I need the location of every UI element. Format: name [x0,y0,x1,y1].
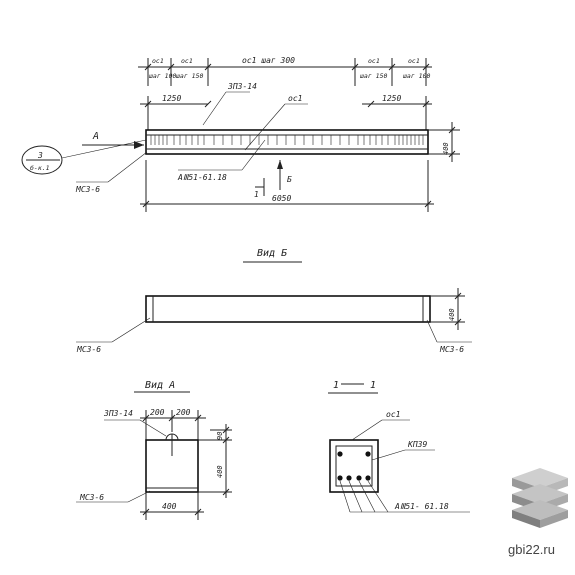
stack-logo-icon [512,468,568,528]
view-a-height: 400 [216,465,224,478]
view-a-mark-zp3-14: ЗП3-14 [103,409,133,418]
arrow-a-label: А [92,131,99,142]
view-a-dim-200-right: 200 [176,408,191,417]
dim-1250-left: 1250 [162,94,181,103]
top-dimension-chain: ос1 шаг 100 ос1 шаг 150 ос1 шаг 300 ос1 … [138,56,432,86]
view-a-dim-200-left: 200 [150,408,165,417]
dim-seg-middle: ос1 шаг 300 [242,56,295,65]
dim-seg-right-a: ос1 [408,57,420,65]
section-1-mark: 1 [254,190,259,199]
section-1-1: 1 1 ос1 КП39 АⅢ51- 61.18 [328,380,470,513]
view-b-right-mark: МС3-6 [439,345,464,354]
view-b-height: 400 [448,308,456,321]
section-title-left: 1 [333,380,339,391]
dim-seg-left-a: ос1 [152,57,164,65]
dim-height-elev: 400 [442,142,450,155]
view-a-title: Вид А [145,380,175,391]
beam-elevation: 1250 1250 ЗП3-14 ос1 АⅢ51-61.18 А 3 б-к.… [21,82,460,212]
section-title-right: 1 [370,380,376,391]
view-b: Вид Б МС3-6 МС3-6 400 [76,248,472,354]
view-b-left-mark: МС3-6 [76,345,101,354]
mark-zp3-14: ЗП3-14 [227,82,257,91]
dim-length: 6050 [272,194,291,203]
callout-ref: б-к.1 [30,164,50,172]
section-mark-kp39: КП39 [407,440,427,449]
section-mark-frame: АⅢ51- 61.18 [394,502,449,511]
dim-seg-left-b-sub: шаг 150 [176,72,203,80]
mark-ms3-6-elev: МС3-6 [75,185,100,194]
watermark: gbi22.ru [508,468,568,557]
arrow-b-label: Б [287,175,292,184]
mark-frame: АⅢ51-61.18 [177,173,227,182]
dim-seg-right-b: ос1 [368,57,380,65]
dim-1250-right: 1250 [382,94,401,103]
watermark-text: gbi22.ru [508,542,555,557]
view-a-width: 400 [162,502,177,511]
view-a-dim-90: 90 [216,432,224,440]
dim-seg-left-b: ос1 [181,57,193,65]
callout-number: 3 [37,151,43,160]
dim-seg-right-a-sub: шаг 100 [403,72,430,80]
view-a-mark-ms3-6: МС3-6 [79,493,104,502]
section-mark-os1: ос1 [386,410,400,419]
dim-seg-left-a-sub: шаг 100 [149,72,176,80]
view-a: Вид А 200 200 ЗП3-14 МС3-6 90 4 [76,380,232,520]
mark-os1: ос1 [288,94,302,103]
view-b-title: Вид Б [257,248,287,259]
stirrups [150,135,424,145]
dim-seg-right-b-sub: шаг 150 [360,72,387,80]
